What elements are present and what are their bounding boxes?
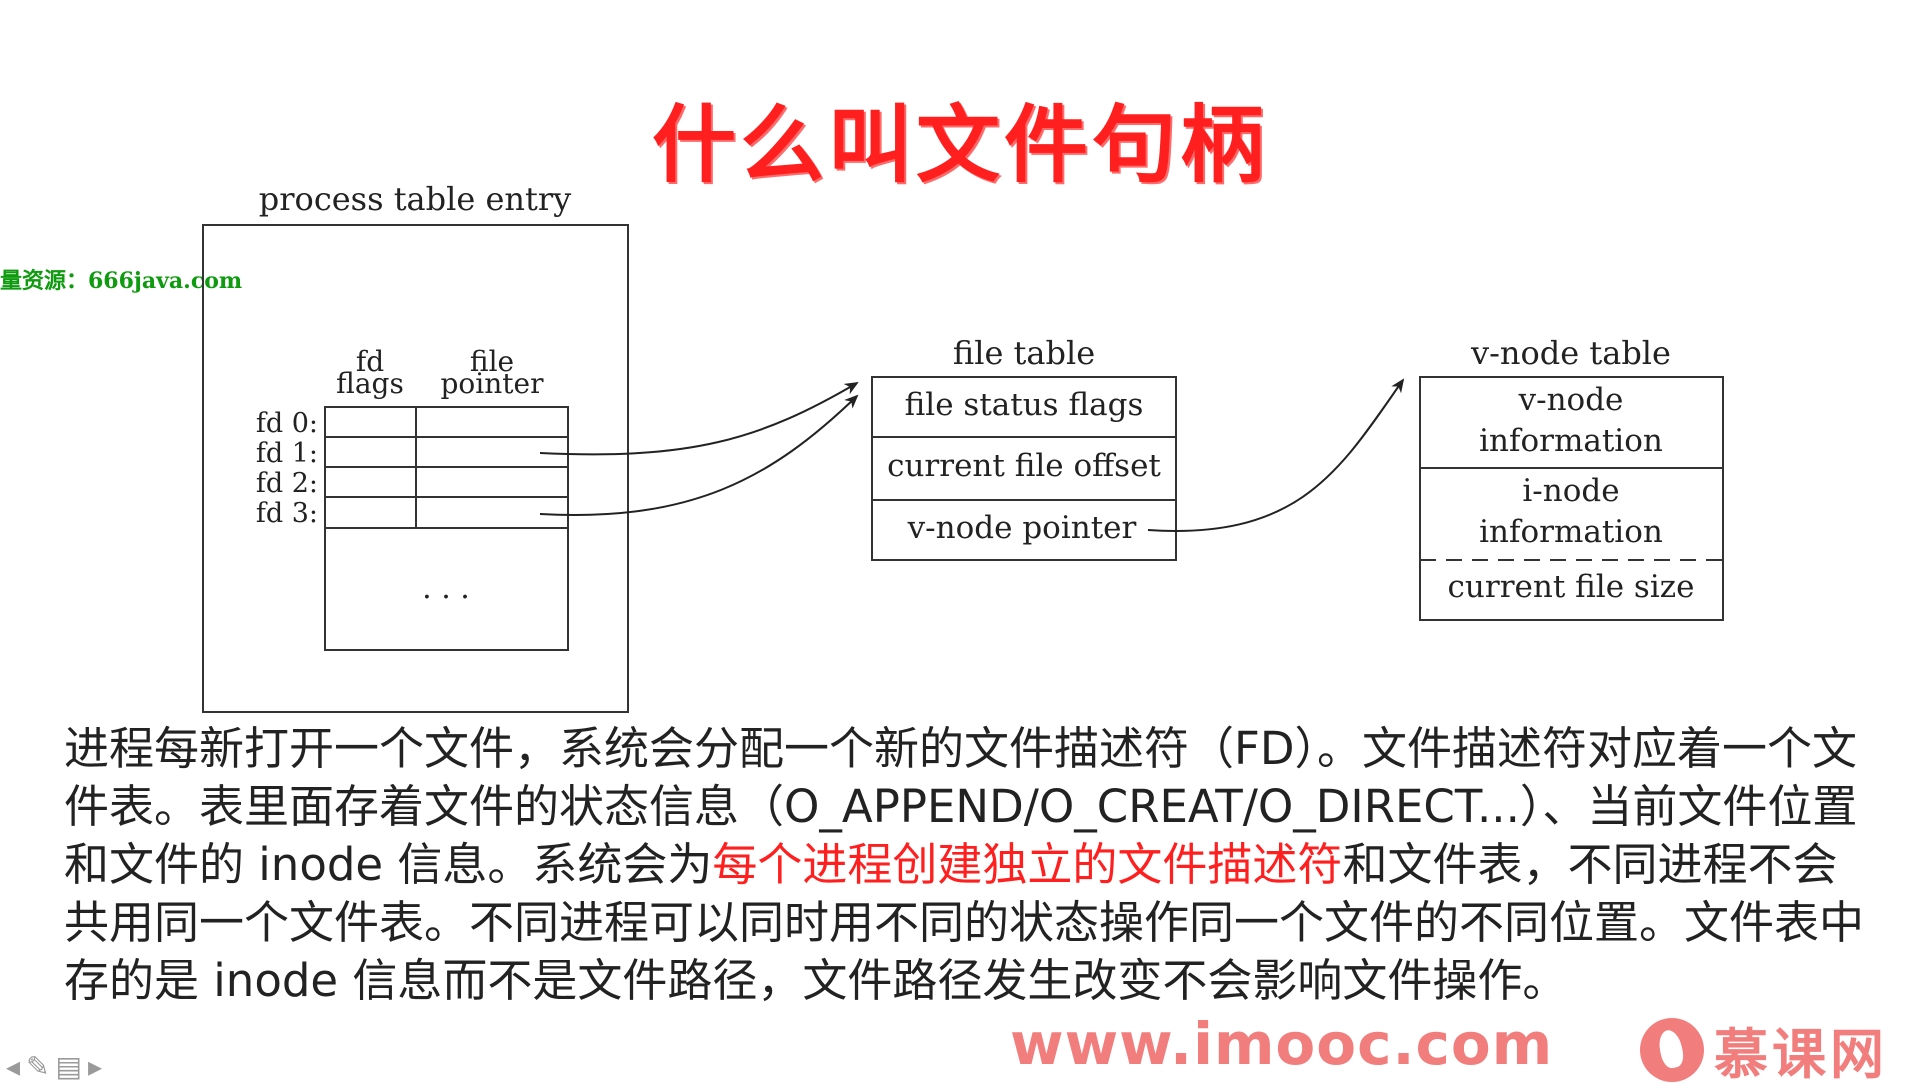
paragraph-text: 和文件表，不同进程不会共用同一个文件表。不同进程可以同时用不同的状态操作同一个文… [64, 838, 1865, 1007]
fd1-to-file-table-arrow [539, 381, 859, 456]
vnode-table-label: v-node table [1470, 334, 1671, 372]
flame-logo-icon [1640, 1017, 1704, 1082]
source-watermark: 量资源：666java.com [0, 268, 243, 294]
fd-row-label: fd 2: [256, 468, 318, 499]
imooc-logo: 慕课网 [1640, 1010, 1888, 1089]
brand-name: 慕课网 [1714, 1023, 1888, 1086]
slide-title: 什么叫文件句柄 [651, 96, 1268, 194]
inode-information-line2: information [1479, 514, 1663, 550]
vnode-pointer-to-vnode-table-arrow [1147, 378, 1405, 532]
vnode-information-line1: v-node [1518, 382, 1624, 418]
fd-ellipsis: . . . [422, 571, 470, 606]
fd-flags-header-line2: flags [336, 367, 404, 400]
vnode-pointer-cell: v-node pointer [907, 510, 1137, 546]
prev-arrow-icon[interactable]: ◂ [6, 1050, 21, 1083]
file-status-flags-cell: file status flags [905, 387, 1144, 423]
footer-site-url: www.imooc.com [1010, 1010, 1554, 1078]
file-table-label: file table [953, 334, 1095, 372]
fd-row-label: fd 1: [256, 438, 318, 469]
fd-flags-header-line1: fd [356, 345, 384, 378]
process-table-label: process table entry [259, 180, 571, 218]
explanation-paragraph: 进程每新打开一个文件，系统会分配一个新的文件描述符（FD）。文件描述符对应着一个… [64, 720, 1872, 1010]
file-table-box [871, 376, 1177, 561]
current-file-size-cell: current file size [1448, 569, 1695, 605]
menu-icon[interactable]: ▤ [55, 1050, 82, 1083]
file-pointer-header-line1: file [470, 345, 514, 378]
fd3-to-file-table-arrow [539, 394, 859, 516]
slide-nav: ◂ ✎ ▤ ▸ [6, 1050, 102, 1083]
pen-icon[interactable]: ✎ [26, 1050, 50, 1083]
next-arrow-icon[interactable]: ▸ [88, 1050, 103, 1083]
process-table-box [202, 224, 629, 713]
paragraph-highlight: 每个进程创建独立的文件描述符 [712, 838, 1343, 891]
vnode-information-line2: information [1479, 423, 1663, 459]
file-pointer-header-line2: pointer [441, 367, 545, 400]
fd-row-label: fd 0: [256, 408, 318, 439]
fd-row-label: fd 3: [256, 498, 318, 529]
inode-information-line1: i-node [1522, 473, 1619, 509]
paragraph-text: 进程每新打开一个文件，系统会分配一个新的文件描述符（FD）。文件描述符对应着一个… [64, 722, 1858, 891]
vnode-table-box [1419, 376, 1724, 621]
current-file-offset-cell: current file offset [887, 448, 1161, 484]
